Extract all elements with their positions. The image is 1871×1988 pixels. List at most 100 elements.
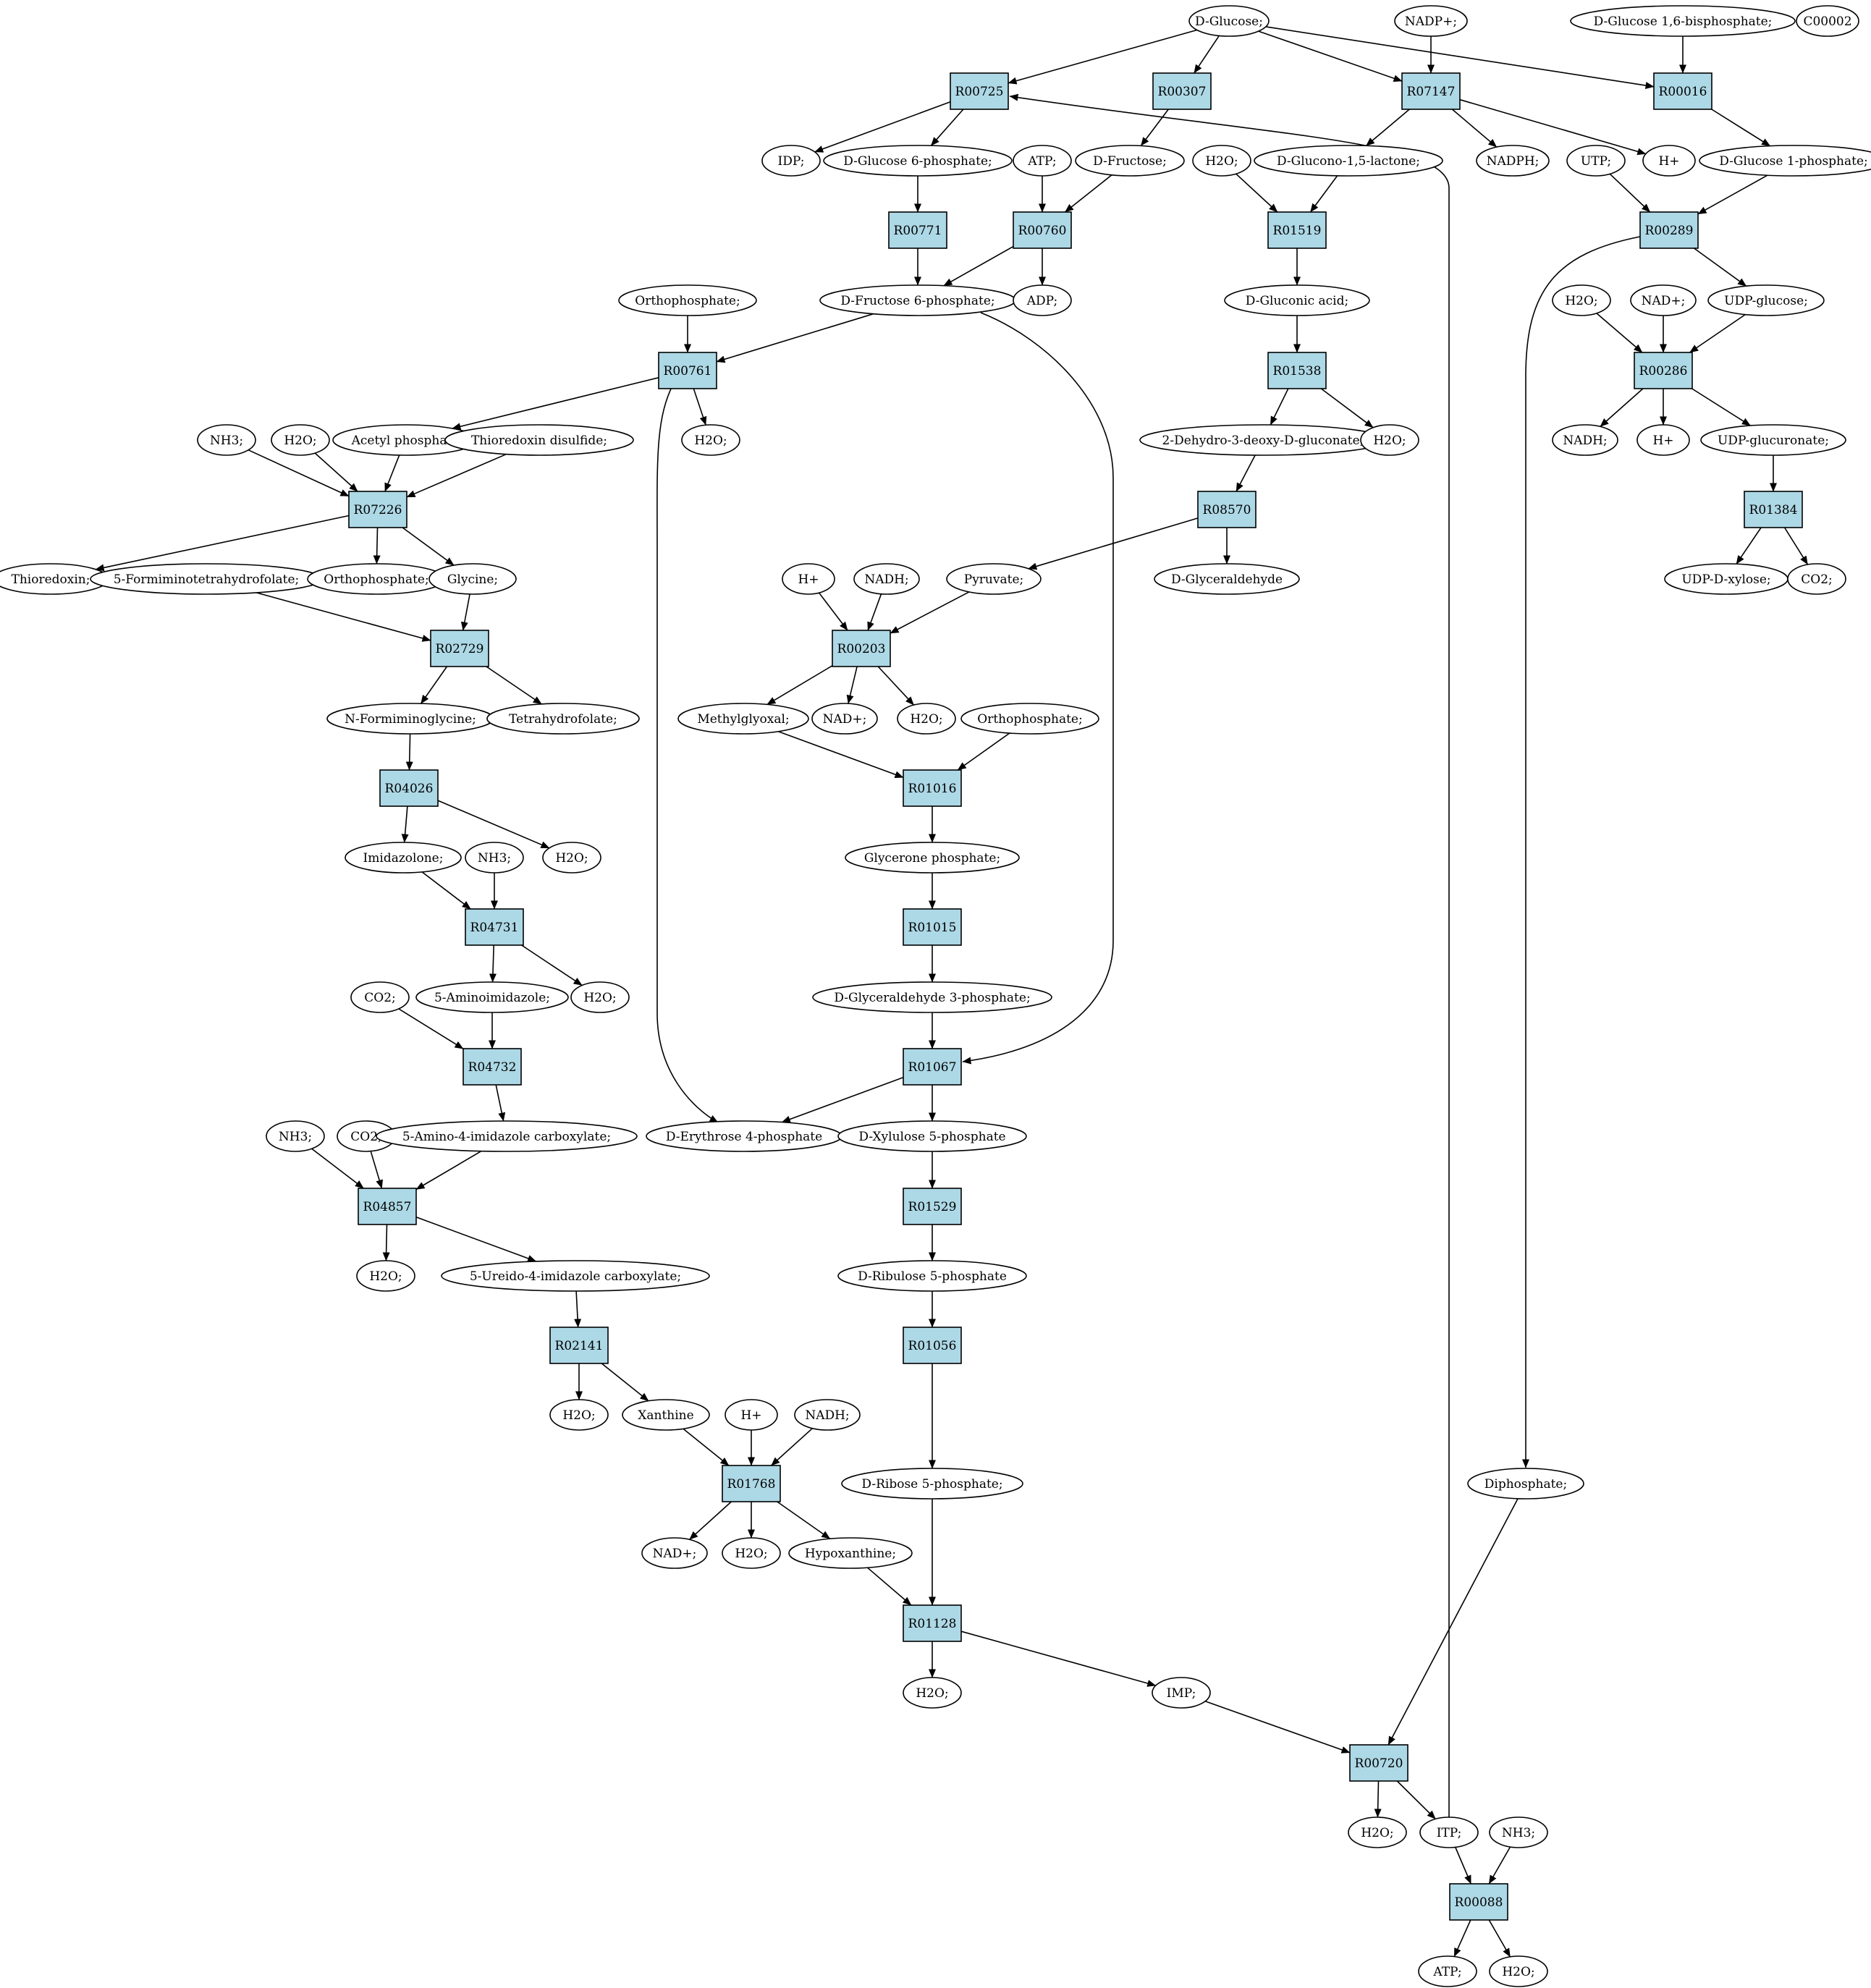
compound-node-fru[interactable]: D-Fructose; [1075, 145, 1185, 177]
reaction-node-R01067[interactable]: R01067 [903, 1048, 962, 1086]
compound-node-nh3_a[interactable]: NH3; [197, 424, 256, 456]
compound-node-h2o_a[interactable]: H2O; [1192, 145, 1251, 177]
reaction-node-R04731[interactable]: R04731 [465, 908, 524, 946]
compound-node-xan[interactable]: Xanthine [622, 1399, 710, 1431]
reaction-node-R01016[interactable]: R01016 [903, 769, 962, 807]
reaction-node-R00771[interactable]: R00771 [888, 211, 947, 249]
reaction-node-R00286[interactable]: R00286 [1634, 352, 1693, 389]
compound-node-gly[interactable]: Glycine; [428, 563, 517, 595]
reaction-node-R00720[interactable]: R00720 [1349, 1744, 1408, 1782]
reaction-node-R01128[interactable]: R01128 [903, 1604, 962, 1642]
compound-node-f6p[interactable]: D-Fructose 6-phosphate; [819, 284, 1016, 316]
compound-node-h2o_n[interactable]: H2O; [1489, 1955, 1548, 1987]
compound-node-nadh_b[interactable]: NADH; [853, 563, 920, 595]
compound-node-hplus_b[interactable]: H+ [1636, 424, 1690, 456]
reaction-node-R00088[interactable]: R00088 [1449, 1883, 1508, 1921]
reaction-node-R01529[interactable]: R01529 [903, 1188, 962, 1225]
compound-node-udpxyl[interactable]: UDP-D-xylose; [1664, 563, 1788, 595]
compound-node-ru5p[interactable]: D-Ribulose 5-phosphate [837, 1260, 1027, 1292]
compound-node-udpga[interactable]: UDP-glucuronate; [1700, 424, 1846, 456]
compound-node-nad_b[interactable]: NAD+; [811, 703, 878, 735]
reaction-node-R01015[interactable]: R01015 [903, 908, 962, 946]
reaction-node-R00760[interactable]: R00760 [1013, 211, 1072, 249]
compound-node-nadph[interactable]: NADPH; [1476, 145, 1550, 177]
reaction-node-R00307[interactable]: R00307 [1152, 72, 1212, 110]
compound-node-hplus_a[interactable]: H+ [1642, 145, 1696, 177]
reaction-node-R01056[interactable]: R01056 [903, 1327, 962, 1364]
compound-node-nadh_c[interactable]: NADH; [794, 1399, 861, 1431]
compound-node-h2o_e[interactable]: H2O; [1360, 424, 1419, 456]
compound-node-uica[interactable]: 5-Ureido-4-imidazole carboxylate; [441, 1260, 710, 1292]
compound-node-h2o_d[interactable]: H2O; [681, 424, 740, 456]
compound-node-aica[interactable]: 5-Amino-4-imidazole carboxylate; [376, 1120, 638, 1152]
compound-node-glc[interactable]: D-Glucose; [1188, 5, 1270, 37]
compound-node-nfgly[interactable]: N-Formiminoglycine; [326, 703, 494, 735]
compound-node-co2_b[interactable]: CO2; [350, 981, 410, 1013]
compound-node-orthop1[interactable]: Orthophosphate; [618, 284, 757, 316]
compound-node-h2o_j[interactable]: H2O; [549, 1399, 609, 1431]
reaction-node-R01768[interactable]: R01768 [722, 1465, 781, 1502]
compound-node-r5p[interactable]: D-Ribose 5-phosphate; [841, 1468, 1023, 1500]
compound-node-udpg[interactable]: UDP-glucose; [1707, 284, 1825, 316]
reaction-node-R01538[interactable]: R01538 [1267, 352, 1327, 389]
compound-node-hplus_c[interactable]: H+ [782, 563, 835, 595]
compound-node-nh3_b[interactable]: NH3; [465, 842, 524, 874]
reaction-node-R04732[interactable]: R04732 [463, 1048, 522, 1086]
reaction-node-R01384[interactable]: R01384 [1744, 491, 1803, 528]
compound-node-pyr[interactable]: Pyruvate; [946, 563, 1042, 595]
reaction-node-R00203[interactable]: R00203 [832, 630, 891, 667]
reaction-node-R00289[interactable]: R00289 [1639, 211, 1699, 249]
compound-node-imp[interactable]: IMP; [1152, 1677, 1211, 1709]
compound-node-x5p[interactable]: D-Xylulose 5-phosphate [837, 1120, 1027, 1152]
reaction-node-R02141[interactable]: R02141 [549, 1327, 609, 1364]
reaction-node-R00016[interactable]: R00016 [1653, 72, 1712, 110]
compound-node-acp[interactable]: Acetyl phosphate [332, 424, 478, 456]
compound-node-nadh_a[interactable]: NADH; [1552, 424, 1618, 456]
compound-node-mgo[interactable]: Methylglyoxal; [677, 703, 809, 735]
compound-node-nh3_d[interactable]: NH3; [1489, 1816, 1548, 1848]
compound-node-h2o_m[interactable]: H2O; [1348, 1816, 1407, 1848]
compound-node-pp[interactable]: Diphosphate; [1467, 1468, 1584, 1500]
reaction-node-R01519[interactable]: R01519 [1267, 211, 1327, 249]
compound-node-utp[interactable]: UTP; [1566, 145, 1626, 177]
compound-node-h2o_b[interactable]: H2O; [1552, 284, 1611, 316]
compound-node-nh3_c[interactable]: NH3; [266, 1120, 325, 1152]
compound-node-h2o_k[interactable]: H2O; [722, 1537, 781, 1569]
compound-node-atp2[interactable]: ATP; [1418, 1955, 1477, 1987]
compound-node-co2_a[interactable]: CO2; [1787, 563, 1846, 595]
reaction-node-R02729[interactable]: R02729 [430, 630, 489, 667]
reaction-node-R04857[interactable]: R04857 [358, 1188, 417, 1225]
compound-node-orthop3[interactable]: Orthophosphate; [960, 703, 1099, 735]
compound-node-kdg[interactable]: 2-Dehydro-3-deoxy-D-gluconate; [1139, 424, 1387, 456]
compound-node-g3p[interactable]: D-Glyceraldehyde 3-phosphate; [812, 981, 1052, 1013]
compound-node-atp1[interactable]: ATP; [1013, 145, 1072, 177]
compound-node-e4p[interactable]: D-Erythrose 4-phosphate [646, 1120, 842, 1152]
compound-node-h2o_h[interactable]: H2O; [570, 981, 630, 1013]
compound-node-glcn[interactable]: D-Gluconic acid; [1224, 284, 1370, 316]
compound-node-hyp[interactable]: Hypoxanthine; [788, 1537, 913, 1569]
compound-node-g6p[interactable]: D-Glucose 6-phosphate; [823, 145, 1013, 177]
reaction-node-R08570[interactable]: R08570 [1197, 491, 1257, 528]
reaction-node-R07147[interactable]: R07147 [1401, 72, 1461, 110]
compound-node-h2o_g[interactable]: H2O; [542, 842, 601, 874]
reaction-node-R00725[interactable]: R00725 [950, 72, 1009, 110]
compound-node-thf[interactable]: Tetrahydrofolate; [486, 703, 640, 735]
compound-node-g1p[interactable]: D-Glucose 1-phosphate; [1699, 145, 1871, 177]
reaction-node-R07226[interactable]: R07226 [348, 491, 407, 528]
compound-node-imz[interactable]: Imidazolone; [345, 842, 462, 874]
reaction-node-R00761[interactable]: R00761 [658, 352, 717, 389]
compound-node-nad_c[interactable]: NAD+; [641, 1537, 708, 1569]
compound-node-h2o_l[interactable]: H2O; [903, 1677, 962, 1709]
compound-node-nadp_in[interactable]: NADP+; [1394, 5, 1468, 37]
compound-node-itp[interactable]: ITP; [1419, 1816, 1479, 1848]
compound-node-h2o_i[interactable]: H2O; [356, 1260, 415, 1292]
compound-node-h2o_c[interactable]: H2O; [271, 424, 330, 456]
compound-node-g16bp[interactable]: D-Glucose 1,6-bisphosphate; [1570, 5, 1796, 37]
compound-node-fthf[interactable]: 5-Formiminotetrahydrofolate; [90, 563, 323, 595]
compound-node-orthop2[interactable]: Orthophosphate; [307, 563, 446, 595]
compound-node-aimz[interactable]: 5-Aminoimidazole; [415, 981, 569, 1013]
compound-node-trxds[interactable]: Thioredoxin disulfide; [444, 424, 634, 456]
compound-node-dhap[interactable]: Glycerone phosphate; [845, 842, 1020, 874]
compound-node-nad_a[interactable]: NAD+; [1630, 284, 1697, 316]
compound-node-idp[interactable]: IDP; [761, 145, 821, 177]
